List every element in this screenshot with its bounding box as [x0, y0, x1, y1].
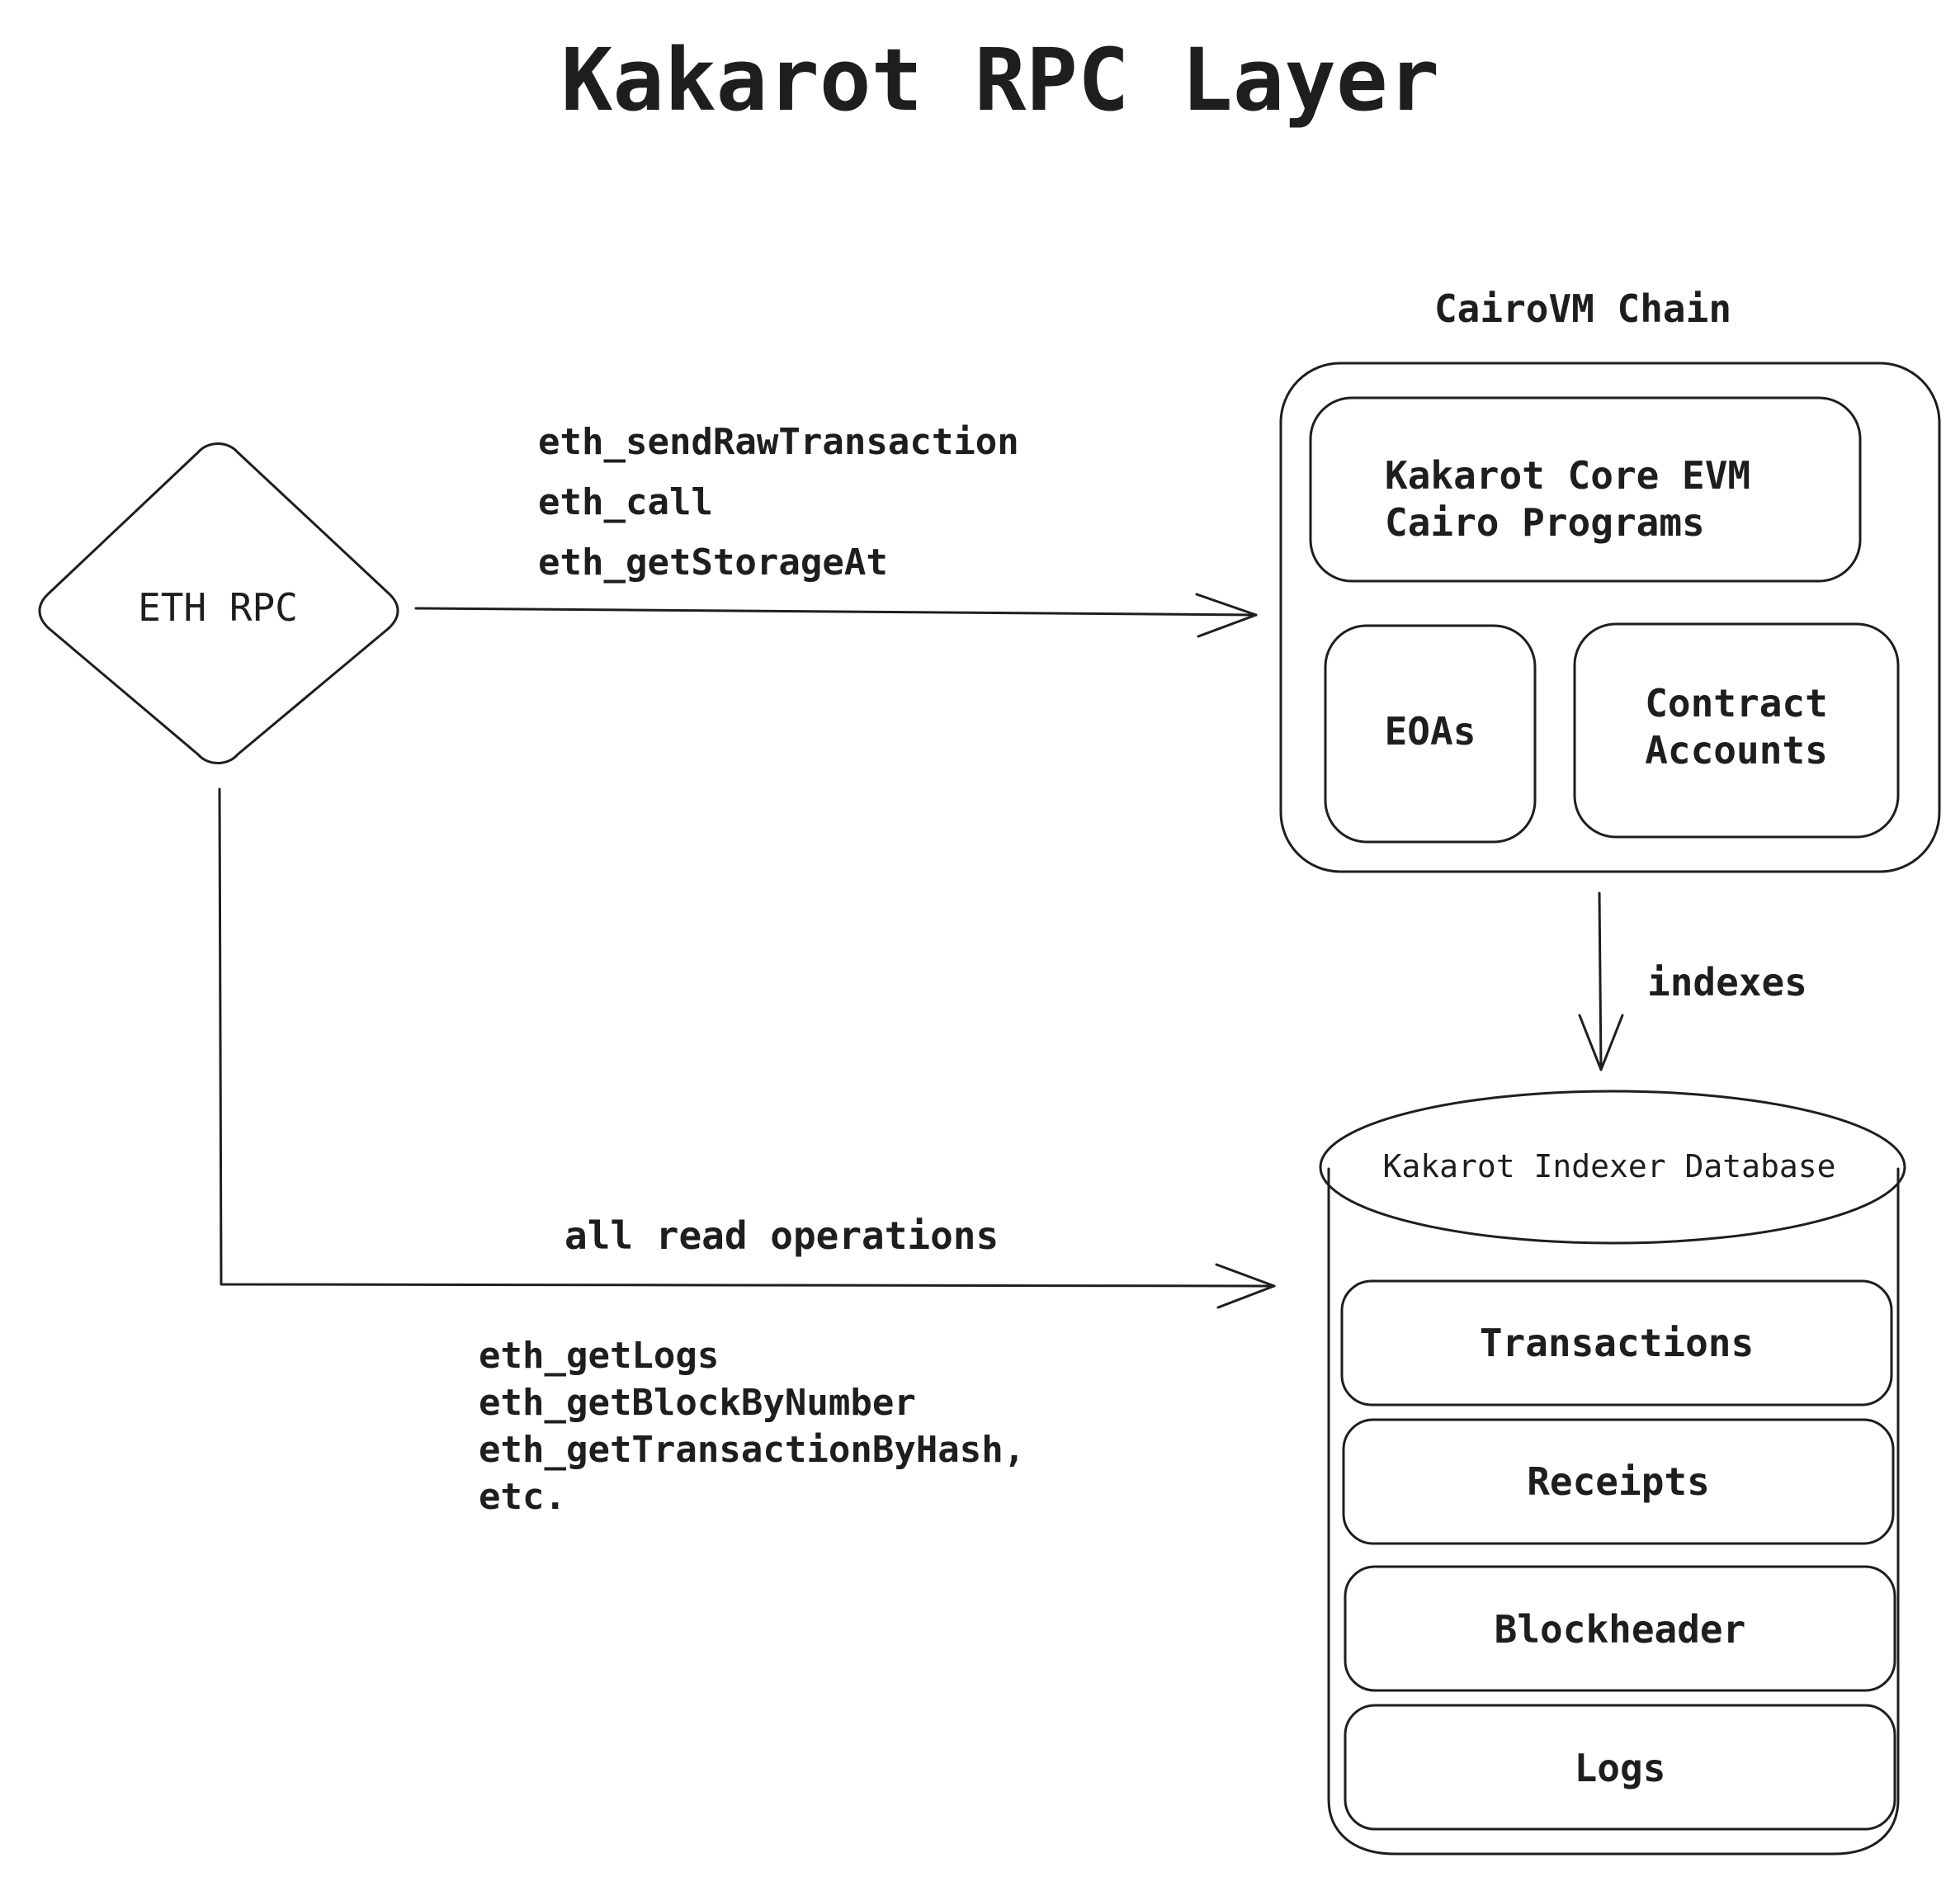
- db-table-logs: [1344, 1704, 1896, 1831]
- db-table-blockheader: [1344, 1565, 1896, 1692]
- indexer-db-top: [1319, 1090, 1906, 1245]
- contract-accounts-box: [1573, 622, 1900, 839]
- read-arrow: [218, 787, 1276, 1309]
- indexer-db-cylinder: [1327, 1167, 1900, 1856]
- read-method: etc.: [479, 1476, 566, 1518]
- indexer-db-label: Kakarot Indexer Database: [1382, 1148, 1835, 1184]
- read-method: eth_getLogs: [479, 1335, 719, 1377]
- index-label: indexes: [1647, 960, 1807, 1005]
- write-method: eth_call: [538, 481, 713, 523]
- indexer-db-node: Kakarot Indexer Database Transactions Re…: [1319, 1090, 1906, 1856]
- db-table-receipts: [1342, 1418, 1895, 1545]
- read-method: eth_getBlockByNumber: [479, 1382, 916, 1424]
- cairovm-chain-label: CairoVM Chain: [1434, 286, 1731, 331]
- eoas-label: EOAs: [1385, 709, 1476, 754]
- eth-rpc-diamond: [38, 442, 399, 764]
- db-table-label: Blockheader: [1495, 1607, 1746, 1652]
- eth-rpc-label: ETH RPC: [138, 585, 298, 630]
- core-evm-box: [1309, 396, 1862, 583]
- write-methods: eth_sendRawTransaction eth_call eth_getS…: [538, 421, 1019, 584]
- db-table-label: Logs: [1575, 1746, 1666, 1790]
- read-method: eth_getTransactionByHash,: [479, 1429, 1025, 1471]
- write-arrow: [414, 593, 1258, 638]
- read-methods: eth_getLogs eth_getBlockByNumber eth_get…: [479, 1335, 1025, 1518]
- db-table-label: Receipts: [1527, 1459, 1710, 1504]
- write-method: eth_getStorageAt: [538, 541, 888, 584]
- db-table-transactions: [1340, 1279, 1893, 1407]
- write-method: eth_sendRawTransaction: [538, 421, 1019, 463]
- index-arrow: [1578, 891, 1624, 1071]
- eoas-box: [1324, 624, 1537, 844]
- core-evm-label: Cairo Programs: [1385, 500, 1705, 545]
- contract-accounts-label: Contract: [1645, 681, 1828, 726]
- eth-rpc-node: ETH RPC: [38, 442, 399, 764]
- cairovm-chain-box: [1279, 362, 1941, 873]
- core-evm-label: Kakarot Core EVM: [1385, 453, 1750, 498]
- contract-accounts-label: Accounts: [1645, 728, 1828, 773]
- read-label: all read operations: [564, 1213, 999, 1258]
- cairovm-chain-node: Kakarot Core EVM Cairo Programs EOAs Con…: [1279, 362, 1941, 873]
- page-title: Kakarot RPC Layer: [561, 30, 1439, 130]
- db-table-label: Transactions: [1480, 1321, 1754, 1365]
